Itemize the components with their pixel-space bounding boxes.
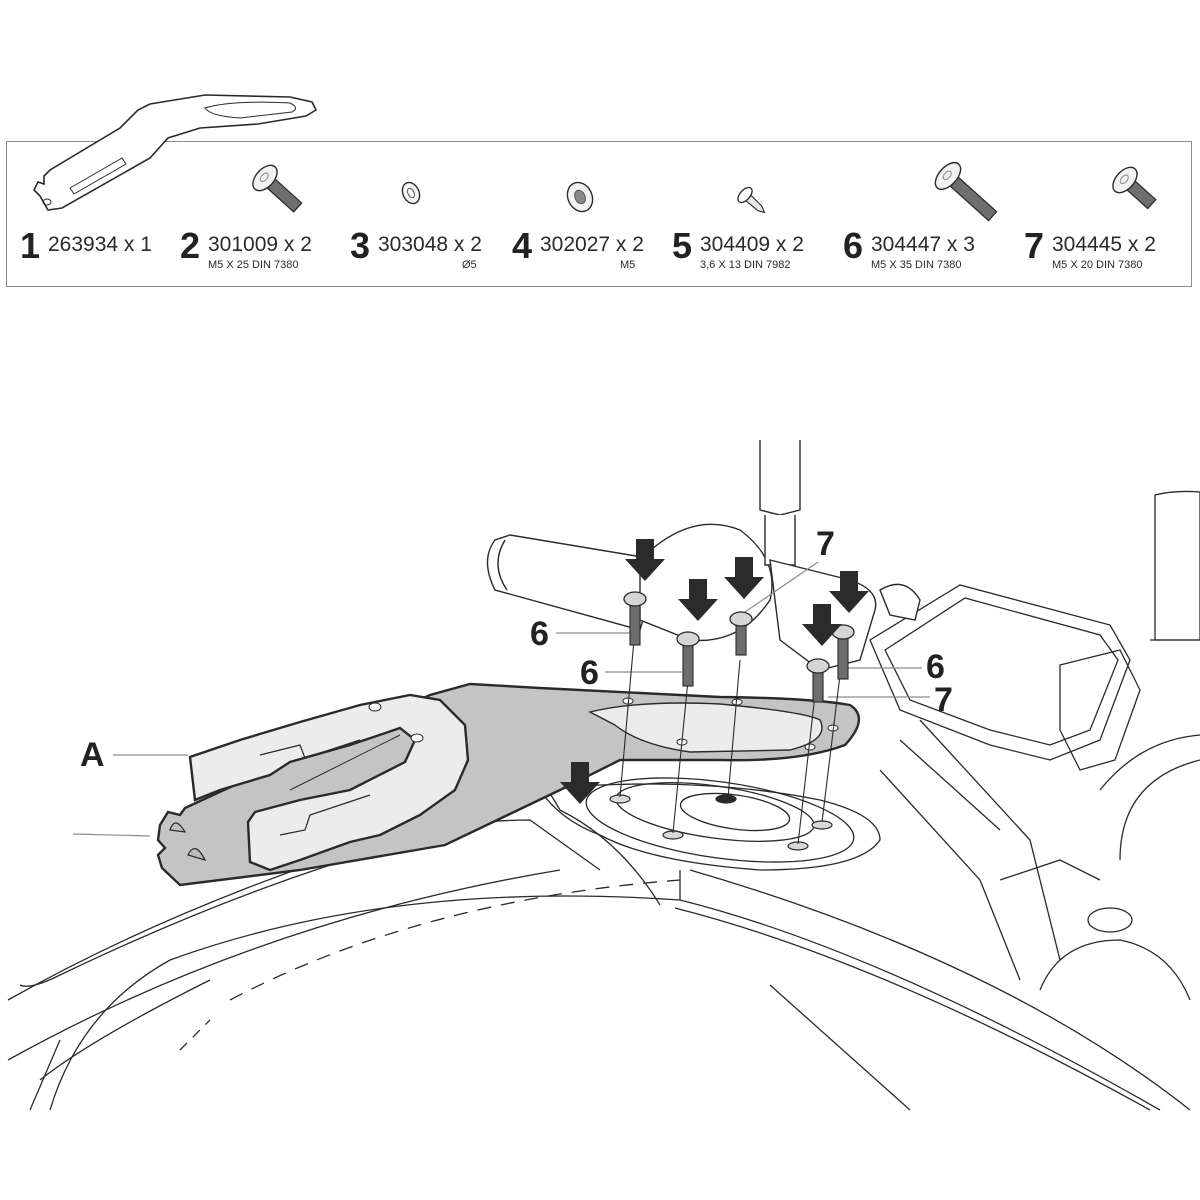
part-spec: M5 X 20 DIN 7380	[1052, 259, 1143, 271]
button-head-screw-icon	[252, 164, 303, 213]
part-index: 2	[180, 225, 201, 266]
washer-icon	[401, 181, 421, 205]
part-code: 304447 x 3	[871, 233, 975, 256]
callout-6-right: 6	[926, 648, 945, 686]
instrument-cluster	[869, 490, 1200, 1001]
part-spec: M5 X 35 DIN 7380	[871, 259, 962, 271]
button-head-screw-icon	[934, 161, 998, 222]
part-spec: M5	[620, 259, 636, 271]
part-code: 301009 x 2	[208, 233, 312, 256]
part-index: 1	[20, 225, 41, 266]
alignment-lines	[619, 639, 841, 845]
part-code: 302027 x 2	[540, 233, 644, 256]
callout-7-top: 7	[816, 525, 835, 563]
part-code: 304445 x 2	[1052, 233, 1156, 256]
callout-6-left: 6	[530, 615, 549, 653]
callout-7-right: 7	[934, 681, 953, 719]
screw-6-mid	[676, 631, 700, 687]
part-index: 3	[350, 225, 371, 266]
part-code: 304409 x 2	[700, 233, 804, 256]
callout-a: A	[80, 736, 105, 774]
callout-6-mid: 6	[580, 654, 599, 692]
leader-lines	[72, 561, 930, 837]
handlebar-grip	[486, 440, 921, 671]
part-spec: M5 X 25 DIN 7380	[208, 259, 299, 271]
nut-icon	[566, 181, 594, 213]
part-spec: Ø5	[462, 259, 477, 271]
part-spec: 3,6 X 13 DIN 7982	[700, 259, 791, 271]
part-index: 6	[843, 225, 864, 266]
screw-7-top	[729, 611, 753, 656]
screw-6-left	[623, 591, 647, 646]
part-code: 303048 x 2	[378, 233, 482, 256]
button-head-screw-icon	[1112, 166, 1157, 210]
bracket-plate-icon	[33, 94, 318, 211]
part-code: 263934 x 1	[48, 233, 152, 256]
part-index: 5	[672, 225, 693, 266]
ring-adapter-a	[188, 693, 470, 872]
part-index: 7	[1024, 225, 1045, 266]
self-tapping-screw-icon	[737, 186, 766, 214]
screw-7-right	[806, 658, 830, 703]
part-index: 4	[512, 225, 533, 266]
